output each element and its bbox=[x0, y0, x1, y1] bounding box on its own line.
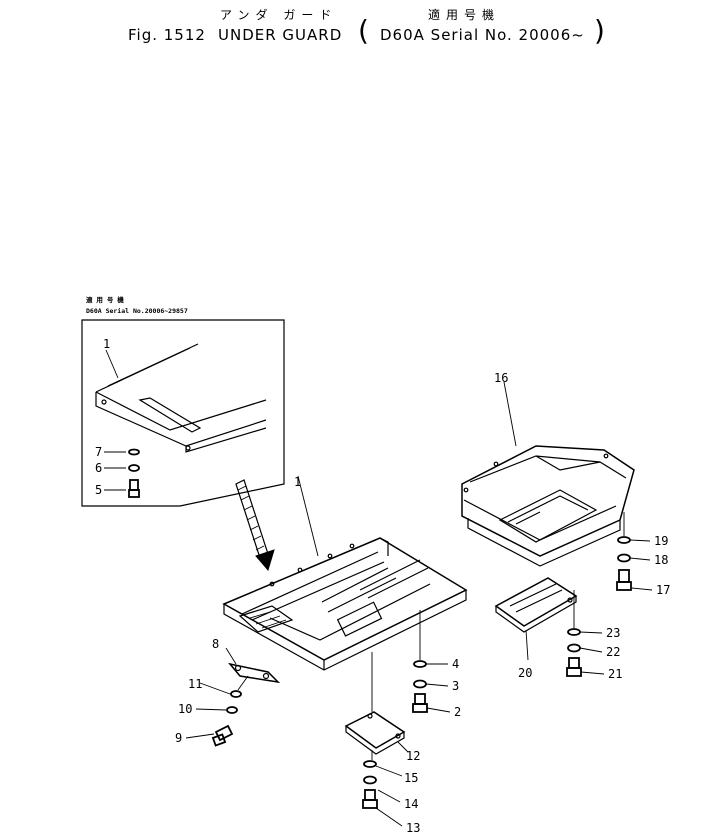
bracket-8 bbox=[228, 662, 281, 684]
callouts: 1 2 3 4 8 9 10 11 12 13 14 15 16 17 18 1… bbox=[175, 371, 670, 834]
callout-12: 12 bbox=[406, 749, 420, 763]
applicable-japanese: 適用号機 bbox=[428, 8, 501, 22]
rear-guard-opening bbox=[498, 489, 598, 543]
callout-2: 2 bbox=[454, 705, 461, 719]
under-guard-main bbox=[222, 537, 468, 671]
figure-title: UNDER GUARD bbox=[218, 26, 343, 44]
inset-callout-5: 5 bbox=[95, 483, 102, 497]
inset-bolt bbox=[129, 479, 139, 491]
callout-1: 1 bbox=[294, 475, 301, 489]
serial-range: D60A Serial No. 20006~ bbox=[380, 26, 585, 44]
close-paren: ) bbox=[594, 14, 605, 47]
inset-bolt-head bbox=[128, 489, 140, 498]
guard-inner-wall bbox=[241, 551, 385, 621]
figure-header: アンダ ガード 適用号機 Fig. 1512 UNDER GUARD ( D60… bbox=[0, 0, 728, 60]
inset-detail: 適 用 号 機 D60A Serial No.20006~29857 1 7 6… bbox=[81, 295, 285, 507]
inset-callout-6: 6 bbox=[95, 461, 102, 475]
cover-plate-12 bbox=[344, 711, 406, 755]
callout-9: 9 bbox=[175, 731, 182, 745]
callout-22: 22 bbox=[606, 645, 620, 659]
callout-19: 19 bbox=[654, 534, 668, 548]
leader-lines bbox=[185, 381, 653, 827]
guard-access-opening bbox=[336, 601, 383, 637]
callout-23: 23 bbox=[606, 626, 620, 640]
callout-10: 10 bbox=[178, 702, 192, 716]
leader bbox=[105, 349, 119, 379]
open-paren: ( bbox=[358, 14, 369, 47]
inset-guard-edge bbox=[185, 427, 267, 453]
inset-callout-1: 1 bbox=[103, 337, 110, 351]
inset-bolt-hole bbox=[185, 445, 191, 451]
guard-floor-line bbox=[269, 583, 431, 641]
callout-17: 17 bbox=[656, 583, 670, 597]
guard-crossbar bbox=[321, 567, 397, 613]
figure-number: Fig. 1512 bbox=[128, 26, 206, 44]
callout-16: 16 bbox=[494, 371, 508, 385]
inset-frame bbox=[81, 319, 285, 507]
inset-guard-rib bbox=[138, 397, 202, 433]
inset-guard-plate bbox=[95, 391, 267, 447]
callout-18: 18 bbox=[654, 553, 668, 567]
guard-front-panel bbox=[238, 605, 294, 633]
inset-callout-7: 7 bbox=[95, 445, 102, 459]
callout-21: 21 bbox=[608, 667, 622, 681]
callout-3: 3 bbox=[452, 679, 459, 693]
under-guard-rear bbox=[461, 445, 635, 567]
inset-note-serial: D60A Serial No.20006~29857 bbox=[86, 307, 188, 315]
callout-20: 20 bbox=[518, 666, 532, 680]
callout-11: 11 bbox=[188, 677, 202, 691]
rear-guard-shell bbox=[461, 445, 635, 557]
inset-guard-rails bbox=[95, 343, 199, 393]
guard-crossbar bbox=[359, 559, 429, 599]
callout-13: 13 bbox=[406, 821, 420, 834]
cover-plate-20 bbox=[494, 577, 578, 633]
title-japanese: アンダ ガード bbox=[220, 8, 338, 22]
callout-4: 4 bbox=[452, 657, 459, 671]
inset-lockwasher bbox=[128, 464, 140, 472]
callout-8: 8 bbox=[212, 637, 219, 651]
inset-note-japanese: 適 用 号 機 bbox=[86, 295, 124, 304]
callout-15: 15 bbox=[404, 771, 418, 785]
callout-14: 14 bbox=[404, 797, 418, 811]
inset-washer bbox=[128, 448, 140, 456]
reference-arrow bbox=[235, 479, 275, 572]
inset-bolt-hole bbox=[101, 399, 107, 405]
